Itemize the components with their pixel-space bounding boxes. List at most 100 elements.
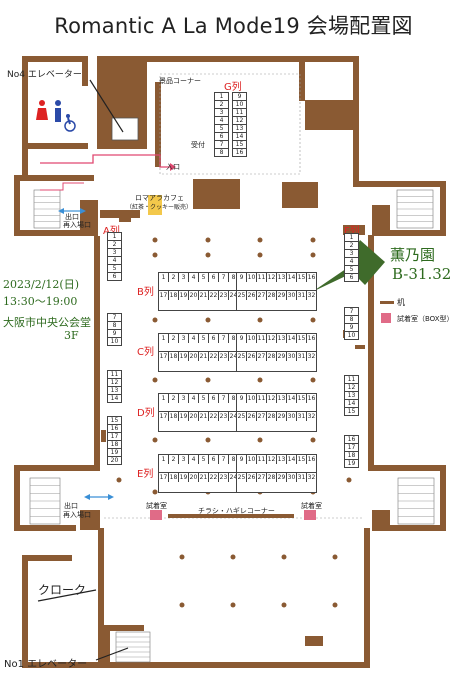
booth-cell: 21 <box>199 352 209 361</box>
booth-cell: 19 <box>179 473 189 482</box>
booth-cell: 31 <box>297 412 307 421</box>
booth-cell: 19 <box>179 412 189 421</box>
booth-cell: 23 <box>219 412 229 421</box>
pillar <box>205 377 211 383</box>
pillar <box>257 237 263 243</box>
booth-cell: 10 <box>247 334 257 343</box>
booth-cell: 1 <box>108 233 121 241</box>
pillar <box>152 377 158 383</box>
booth-cell: 14 <box>233 133 246 141</box>
booth-cell: 30 <box>287 352 297 361</box>
booth-cell: 17 <box>159 473 169 482</box>
booth-cell: 5 <box>199 394 209 403</box>
exit-arrows <box>64 210 108 498</box>
booth-cell: 4 <box>189 455 199 464</box>
booth-cell: 16 <box>307 274 316 281</box>
booth-cell: 7 <box>219 273 229 282</box>
flyer-table <box>168 514 294 518</box>
booth-cell: 6 <box>215 133 228 141</box>
booth-cell: 24 <box>229 292 238 299</box>
booth-cell: 10 <box>247 455 257 464</box>
booth-cell: 8 <box>108 322 121 330</box>
booth-cell: 30 <box>287 412 297 421</box>
booth-cell: 23 <box>219 352 229 361</box>
booth-cell: 29 <box>277 291 287 300</box>
booth-cell: 6 <box>209 273 219 282</box>
booth-cell: 22 <box>209 412 219 421</box>
pillar <box>152 489 158 495</box>
booth-cell: 3 <box>345 250 358 258</box>
pillar <box>205 252 211 258</box>
booth-cell: 11 <box>345 376 358 384</box>
booth-cell: 16 <box>235 149 244 156</box>
booth-cell: 21 <box>199 291 209 300</box>
booth-cell: 25 <box>237 473 247 482</box>
booth-cell: 15 <box>108 417 121 425</box>
pillar <box>257 437 263 443</box>
booth-cell: 20 <box>189 473 199 482</box>
booth-cell: 22 <box>209 352 219 361</box>
pillar <box>152 252 158 258</box>
pillar <box>310 377 316 383</box>
booth-cell: 17 <box>159 412 169 421</box>
fitting-room-right <box>304 510 316 520</box>
booth-cell: 13 <box>277 394 287 403</box>
booth-cell: 18 <box>108 441 121 449</box>
reception-label: 受付 <box>191 141 205 149</box>
booth-cell: 14 <box>287 455 297 464</box>
booth-cell: 24 <box>229 353 238 360</box>
booth-cell: 13 <box>108 387 121 395</box>
pillar <box>116 477 122 483</box>
booth-cell: 22 <box>209 291 219 300</box>
booth-cell: 9 <box>237 455 247 464</box>
booth-cell: 16 <box>345 436 358 444</box>
booth-cell: 14 <box>345 400 358 408</box>
booth-cell: 12 <box>108 379 121 387</box>
booth-cell: 10 <box>347 332 356 339</box>
booth-cell: 20 <box>189 412 199 421</box>
booth-cell: 3 <box>215 109 228 117</box>
booth-cell: 32 <box>307 474 316 481</box>
booth-cell: 32 <box>307 353 316 360</box>
pillar <box>152 317 158 323</box>
booth-cell: 14 <box>287 273 297 282</box>
booth-cell: 30 <box>287 473 297 482</box>
booth-cell: 29 <box>277 473 287 482</box>
booth-cell: 5 <box>199 334 209 343</box>
booth-cell: 2 <box>108 241 121 249</box>
elevator-no4-box <box>111 117 139 141</box>
booth-cell: 11 <box>257 273 267 282</box>
entrance-route <box>40 154 170 168</box>
pillar <box>257 252 263 258</box>
cafe-area <box>148 195 162 215</box>
booth-cell: 19 <box>347 460 356 467</box>
no1-pointer <box>95 647 129 661</box>
booth-cell: 31 <box>297 291 307 300</box>
booth-cell: 10 <box>110 338 119 345</box>
booth-cell: 10 <box>247 394 257 403</box>
lobby-pillars <box>179 554 338 608</box>
row-f-label: F列 <box>344 226 360 237</box>
booth-cell: 28 <box>267 473 277 482</box>
event-date: 2023/2/12(日) <box>3 278 79 291</box>
booth-cell: 4 <box>189 334 199 343</box>
booth-cell: 27 <box>257 412 267 421</box>
booth-cell: 6 <box>349 274 354 281</box>
no4-elevator-label: No4 エレベーター <box>7 70 82 80</box>
booth-cell: 2 <box>169 394 179 403</box>
booth-cell: 9 <box>233 93 246 101</box>
fitting-room-left <box>150 510 162 520</box>
booth-cell: 12 <box>267 394 277 403</box>
booth-cell: 7 <box>219 334 229 343</box>
